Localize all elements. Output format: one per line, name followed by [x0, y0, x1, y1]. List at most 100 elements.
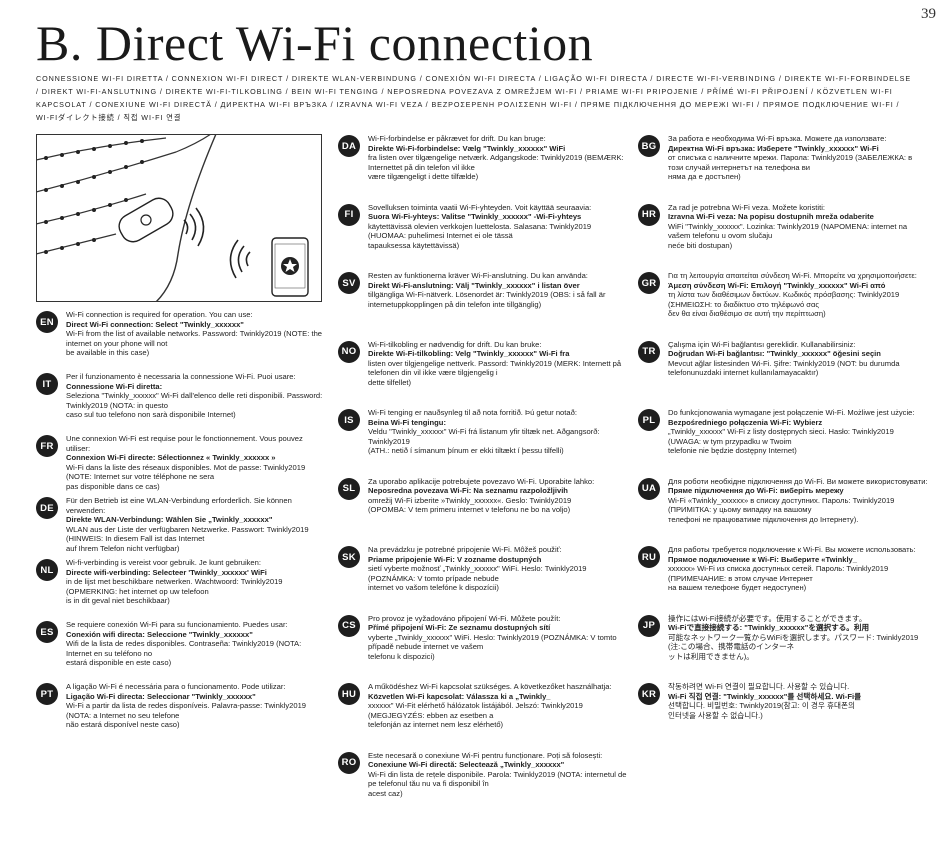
lang-badge: RO: [338, 751, 360, 774]
lang-line-bold: Suora Wi-Fi-yhteys: Valitse "Twinkly_xxx…: [368, 212, 582, 222]
illustration: [36, 134, 322, 302]
lang-text: Wi-Fi-forbindelse er påkrævet for drift.…: [368, 134, 630, 182]
lang-text: Se requiere conexión Wi-Fi para su funci…: [66, 620, 326, 668]
lang-line-bold: Direkte WLAN-Verbindung: Wählen Sie „Twi…: [66, 515, 273, 525]
lang-line-bold: Directe wifi-verbinding: Selecteer 'Twin…: [66, 567, 267, 577]
lang-line: Per il funzionamento è necessaria la con…: [66, 372, 296, 381]
lang-line: Este necesară o conexiune Wi-Fi pentru f…: [368, 750, 603, 760]
lang-line-bold: Priame pripojenie Wi-Fi: V zozname dostu…: [368, 554, 542, 564]
lang-line: käytettävissä olevien verkkojen luettelo…: [368, 221, 592, 241]
lang-line: caso sul tuo telefono non sarà disponibi…: [66, 410, 236, 420]
lang-line: xxxxxx" Wi-Fit elérhető hálózatok listáj…: [368, 701, 583, 720]
controller-icon: [118, 197, 174, 243]
lang-line-bold: Doğrudan Wi-Fi bağlantısı: "Twinkly_xxxx…: [668, 349, 881, 359]
lang-line: listen over tilgjengelige nettverk. Pass…: [368, 358, 622, 378]
lang-line: (OPOMBA: V tem primeru internet v telefo…: [368, 505, 571, 515]
lang-line: xxxxxx» Wi-Fi из списка доступных сетей.…: [668, 564, 889, 583]
lang-text: Для роботи необхідне підключення до Wi-F…: [668, 477, 928, 525]
lang-text: Sovelluksen toiminta vaatii Wi-Fi-yhteyd…: [368, 203, 630, 251]
lang-line: A működéshez Wi-Fi kapcsolat szükséges. …: [368, 682, 612, 691]
instructions-column-1: EN Wi-Fi connection is required for opera…: [36, 310, 326, 744]
lang-line: Für den Betrieb ist eine WLAN-Verbindung…: [66, 496, 292, 515]
lang-block-hu: HU A működéshez Wi-Fi kapcsolat szükséges…: [338, 682, 630, 751]
lang-block-ua: UA Для роботи необхідне підключення до Wi…: [638, 477, 928, 546]
star-logo-icon: [281, 257, 299, 275]
lang-line: Resten av funktionerna kräver Wi-Fi-ansl…: [368, 271, 588, 280]
lang-line: (ATH.: netið í símanum þínum er ekki til…: [368, 446, 564, 456]
lang-line: Do funkcjonowania wymagane jest połączen…: [668, 408, 915, 417]
lang-line: telefonján az internet nem lesz elérhető…: [368, 720, 504, 730]
lang-line: dette tilfellet): [368, 377, 412, 387]
lang-line: tillgängliga Wi-Fi-nätverk. Lösenordet ä…: [368, 290, 606, 309]
lang-line: Для роботи необхідне підключення до Wi-F…: [668, 476, 928, 486]
lang-line: Wifi de la lista de redes disponibles. C…: [66, 639, 302, 658]
lang-line: от списъка с наличните мрежи. Парола: Tw…: [668, 153, 913, 172]
lang-line: „Twinkly_xxxxxx" Wi-Fi z listy dostępnyc…: [668, 427, 894, 446]
lang-line: Wi-Fi tenging er nauðsynleg til að nota …: [368, 408, 577, 417]
lang-block-sl: SL Za uporabo aplikacije potrebujete pove…: [338, 477, 630, 546]
lang-line: Mevcut ağlar listesinden Wi-Fi. Şifre: T…: [668, 358, 900, 378]
lang-line-bold: Conexión wifi directa: Seleccione "Twink…: [66, 629, 253, 639]
lang-badge: CS: [338, 614, 360, 637]
lang-line: auf Ihrem Telefon nicht verfügbar): [66, 543, 180, 553]
lang-line: на вашем телефоне будет недоступен): [668, 583, 807, 593]
lang-line: Wi-Fi «Twinkly_xxxxxx» в списку доступни…: [668, 495, 895, 515]
lang-line: 可能なネットワーク一覧からWiFiを選択します。パスワード: Twinkly20…: [668, 632, 919, 652]
lang-text: Wi-Fi connection is required for operati…: [66, 310, 326, 358]
lang-badge: UA: [638, 477, 660, 500]
lang-line-bold: Direct Wi-Fi connection: Select "Twinkly…: [66, 319, 244, 329]
lang-line: 선택합니다. 비밀번호: Twinkly2019(참고: 이 경우 휴대폰의: [668, 701, 855, 711]
lang-line: Wi-fi-verbinding is vereist voor gebruik…: [66, 558, 261, 567]
lang-line: 操作にはWi-Fi接続が必要です。使用することができます。: [668, 613, 867, 623]
lang-line: sietí vyberte možnosť „Twinkly_xxxxxx" W…: [368, 564, 587, 583]
lang-line-bold: Connexion Wi-Fi directe: Sélectionnez « …: [66, 453, 276, 463]
lang-text: Za rad je potrebna Wi-Fi veza. Možete ko…: [668, 203, 928, 251]
lang-line: tapauksessa käytettävissä): [368, 240, 460, 250]
lang-line: be available in this case): [66, 348, 150, 358]
lang-badge: EN: [36, 311, 58, 333]
lang-badge: SL: [338, 477, 360, 500]
lang-text: Wi-fi-verbinding is vereist voor gebruik…: [66, 558, 326, 606]
lang-line-bold: Прямое подключение к Wi-Fi: Выберите «Tw…: [668, 554, 858, 564]
lang-line: in de lijst met beschikbare netwerken. W…: [66, 577, 283, 596]
lang-line: acest caz): [368, 788, 403, 798]
lang-line-bold: Connessione Wi-Fi diretta:: [66, 381, 163, 391]
lang-line: 작동하려면 Wi-Fi 연결이 필요합니다. 사용할 수 있습니다.: [668, 682, 850, 691]
lang-line: Za rad je potrebna Wi-Fi veza. Možete ko…: [668, 202, 825, 212]
lang-line: Για τη λειτουργία απαιτείται σύνδεση Wi-…: [668, 271, 917, 280]
lang-line: fra listen over tilgængelige netværk. Ad…: [368, 153, 624, 172]
wifi-waves-icon: [183, 207, 251, 279]
lang-line: няма да е достъпен): [668, 172, 741, 182]
lang-badge: RU: [638, 546, 660, 568]
lang-text: A ligação Wi-Fi é necessária para o func…: [66, 682, 326, 730]
lang-line: Se requiere conexión Wi-Fi para su funci…: [66, 620, 288, 629]
lang-text: Pro provoz je vyžadováno připojení Wi-Fi…: [368, 614, 630, 662]
lang-line: Для работы требуется подключение к Wi-Fi…: [668, 545, 916, 554]
lang-line: Une connexion Wi-Fi est requise pour le …: [66, 434, 303, 453]
lang-text: Wi-Fi-tilkobling er nødvendig for drift.…: [368, 340, 630, 388]
lang-line-bold: Közvetlen Wi-Fi kapcsolat: Válassza ki a…: [368, 691, 551, 701]
lang-line: være tilgængeligt i dette tilfælde): [368, 172, 479, 182]
lang-badge: FR: [36, 435, 58, 457]
lang-line: Veldu "Twinkly_xxxxxx" Wi-Fi frá listanu…: [368, 427, 600, 446]
lang-line-bold: Beina Wi-Fi tengingu:: [368, 417, 446, 427]
lang-line: телефоні не працюватиме підключення до І…: [668, 514, 859, 524]
lang-badge: HU: [338, 683, 360, 705]
lang-badge: JP: [638, 614, 660, 637]
lang-text: Wi-Fi tenging er nauðsynleg til að nota …: [368, 408, 630, 456]
light-bulbs: [44, 139, 144, 254]
lang-badge: SK: [338, 546, 360, 568]
lang-text: Za uporabo aplikacije potrebujete poveza…: [368, 477, 630, 515]
